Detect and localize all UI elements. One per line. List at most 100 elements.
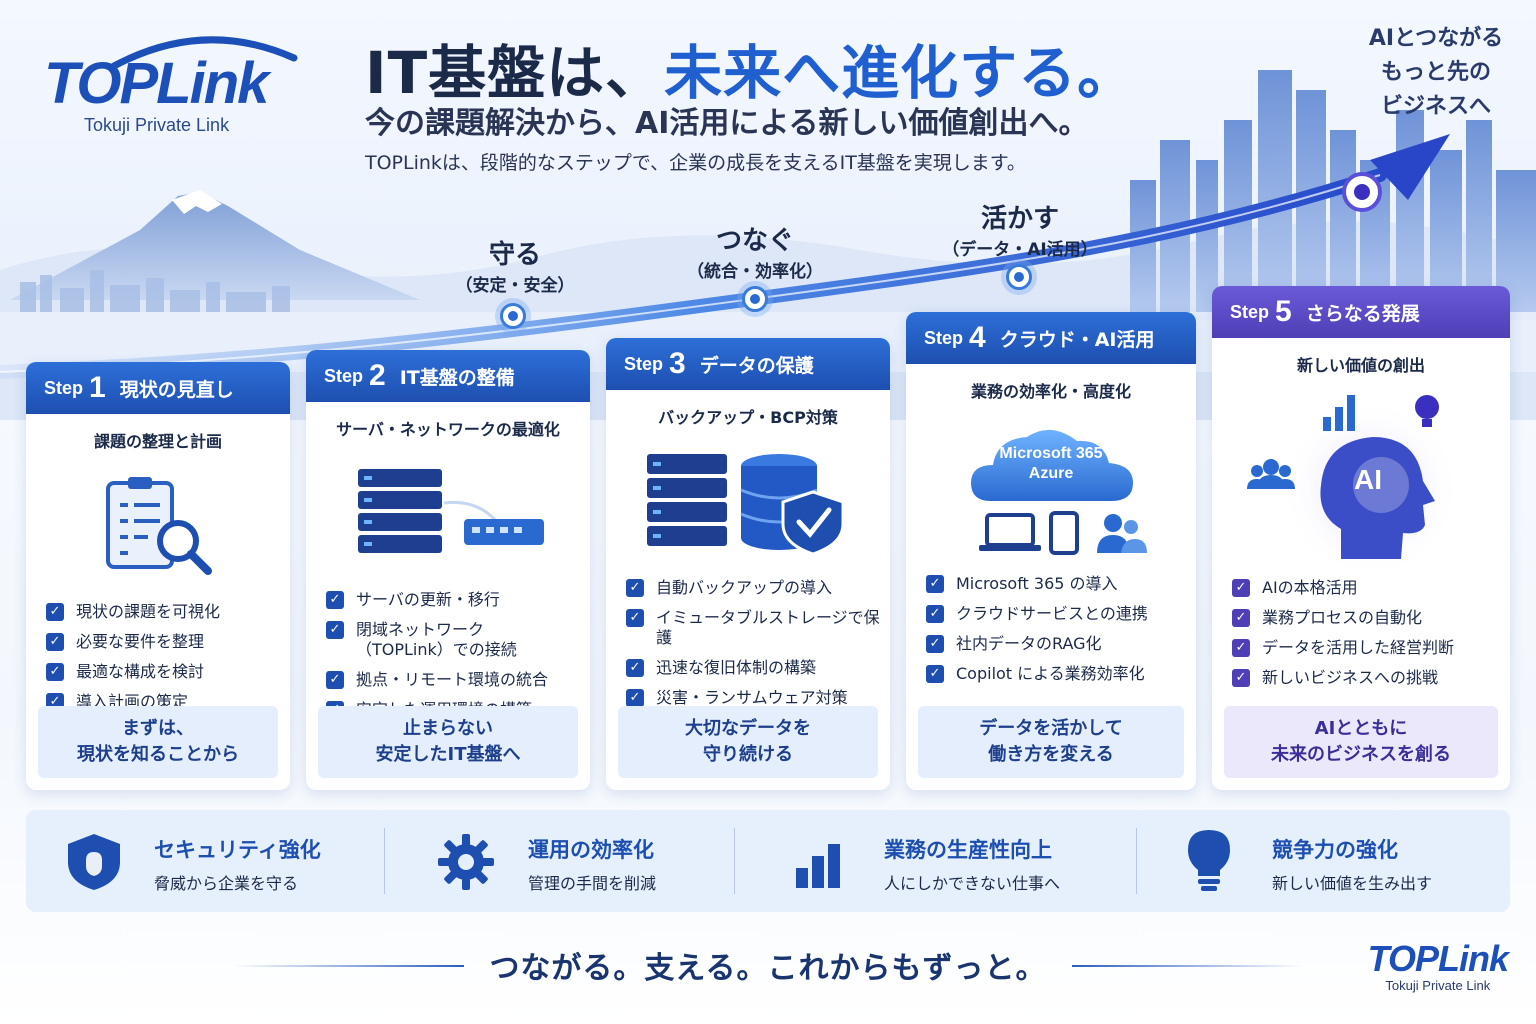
step-subtitle: 新しい価値の創出 bbox=[1296, 356, 1425, 375]
checklist-item-label: AIの本格活用 bbox=[1262, 578, 1358, 597]
checklist-item-label: クラウドサービスとの連携 bbox=[956, 604, 1148, 623]
step-footer-message: 大切なデータを守り続ける bbox=[618, 706, 878, 778]
checkbox-icon: ✓ bbox=[626, 659, 644, 677]
page-subhead: 今の課題解決から、AI活用による新しい価値創出へ。 bbox=[365, 106, 1089, 141]
step-subtitle: バックアップ・BCP対策 bbox=[658, 408, 838, 427]
checklist-item-label: 新しいビジネスへの挑戦 bbox=[1262, 668, 1439, 687]
checklist-item: ✓ AIの本格活用 bbox=[1232, 578, 1510, 598]
step-illustration bbox=[26, 460, 290, 590]
checkbox-icon: ✓ bbox=[326, 591, 344, 609]
checklist-item: ✓ イミュータブルストレージで保護 bbox=[626, 608, 890, 648]
step-number: 1 bbox=[89, 371, 106, 404]
road-marker-icon bbox=[742, 286, 768, 312]
step-footer-line: AIとともに bbox=[1314, 718, 1408, 739]
checklist-item: ✓ 新しいビジネスへの挑戦 bbox=[1232, 668, 1510, 688]
step-checklist: ✓サーバの更新・移行 ✓閉域ネットワーク（TOPLink）での接続 ✓拠点・リモ… bbox=[306, 590, 590, 720]
checklist-item: ✓社内データのRAG化 bbox=[926, 634, 1196, 654]
checklist-item-label: 閉域ネットワーク（TOPLink）での接続 bbox=[356, 620, 517, 659]
checklist-item: ✓拠点・リモート環境の統合 bbox=[326, 670, 590, 690]
road-label-sub: （安定・安全） bbox=[455, 276, 575, 296]
benefit-efficiency: 運用の効率化 管理の手間を削減 bbox=[436, 810, 736, 912]
step-card-4: Step 4 クラウド・AI活用 業務の効率化・高度化 Microsoft 36… bbox=[906, 312, 1196, 790]
checkbox-icon: ✓ bbox=[1232, 609, 1250, 627]
corner-message: AIとつながる もっと先の ビジネスへ bbox=[1356, 22, 1516, 124]
step-title: IT基盤の整備 bbox=[399, 366, 515, 389]
step-word: Step bbox=[44, 377, 84, 398]
checklist-item-label: イミュータブルストレージで保護 bbox=[656, 608, 880, 647]
checkbox-icon: ✓ bbox=[46, 603, 64, 621]
road-label-sub: （統合・効率化） bbox=[687, 262, 823, 282]
step-header: Step 3 データの保護 bbox=[606, 338, 890, 390]
checkbox-icon: ✓ bbox=[1232, 579, 1250, 597]
step-footer-message: まずは、現状を知ることから bbox=[38, 706, 278, 778]
checklist-item: ✓業務プロセスの自動化 bbox=[1232, 608, 1510, 628]
step-footer-line: データを活かして bbox=[979, 718, 1123, 739]
footer-tagline: つながる。支える。これからもずっと。 bbox=[489, 951, 1047, 986]
checklist-item: ✓データを活用した経営判断 bbox=[1232, 638, 1510, 658]
checkbox-icon: ✓ bbox=[626, 609, 644, 627]
checkbox-icon: ✓ bbox=[1232, 639, 1250, 657]
headline-part2: 未来へ進化する。 bbox=[664, 39, 1137, 107]
checklist-item: ✓ 最適な構成を検討 bbox=[46, 662, 290, 682]
step-checklist: ✓Microsoft 365 の導入 ✓クラウドサービスとの連携 ✓社内データの… bbox=[906, 574, 1196, 684]
ai-label: AI bbox=[1354, 464, 1382, 495]
checklist-item-label: 最適な構成を検討 bbox=[76, 662, 205, 681]
checklist-item: ✓ 迅速な復旧体制の構築 bbox=[626, 658, 890, 678]
shield-icon bbox=[68, 834, 120, 890]
road-label-sub: （データ・AI活用） bbox=[942, 240, 1098, 260]
step-footer-line: 現状を知ることから bbox=[77, 744, 239, 765]
step-footer-line: まずは、 bbox=[122, 718, 194, 739]
lightbulb-icon bbox=[1415, 395, 1439, 427]
gear-icon bbox=[438, 834, 494, 890]
checkbox-icon: ✓ bbox=[626, 689, 644, 707]
benefit-security: セキュリティ強化 脅威から企業を守る bbox=[66, 810, 386, 912]
footer-logo-wordmark: TOPLink bbox=[1367, 938, 1509, 979]
checklist-item: ✓必要な要件を整理 bbox=[46, 632, 290, 652]
checkbox-icon: ✓ bbox=[46, 663, 64, 681]
checklist-item: ✓自動バックアップの導入 bbox=[626, 578, 890, 598]
checklist-item: ✓閉域ネットワーク（TOPLink）での接続 bbox=[326, 620, 590, 660]
road-label-title: 守る bbox=[488, 240, 541, 270]
benefit-divider bbox=[384, 828, 385, 894]
step-footer-message: 止まらない安定したIT基盤へ bbox=[318, 706, 578, 778]
step-title: 現状の見直し bbox=[119, 378, 234, 401]
cloud-devices-icon bbox=[971, 429, 1147, 555]
step-header: Step 1 現状の見直し bbox=[26, 362, 290, 414]
checkbox-icon: ✓ bbox=[1232, 669, 1250, 687]
step-number: 3 bbox=[669, 347, 686, 380]
benefit-competitiveness: 競争力の強化 新しい価値を生み出す bbox=[1186, 810, 1486, 912]
step-footer-line: 未来のビジネスを創る bbox=[1271, 744, 1451, 765]
step-illustration: Microsoft 365 Azure bbox=[906, 410, 1196, 570]
road-marker-icon bbox=[1006, 264, 1032, 290]
benefit-title: 運用の効率化 bbox=[528, 838, 654, 862]
benefit-productivity: 業務の生産性向上 人にしかできない仕事へ bbox=[794, 810, 1134, 912]
corner-message-line: ビジネスへ bbox=[1380, 94, 1491, 119]
checkbox-icon: ✓ bbox=[626, 579, 644, 597]
logo-subtitle: Tokuji Private Link bbox=[84, 115, 230, 135]
checklist-item: ✓Microsoft 365 の導入 bbox=[926, 574, 1196, 594]
benefit-divider bbox=[734, 828, 735, 894]
checklist-item-label: 現状の課題を可視化 bbox=[76, 602, 221, 621]
checklist-item-label: 迅速な復旧体制の構築 bbox=[656, 658, 817, 677]
step-illustration bbox=[606, 436, 890, 566]
road-label-connect: つなぐ （統合・効率化） bbox=[670, 220, 840, 282]
step-subtitle: サーバ・ネットワークの最適化 bbox=[336, 420, 560, 439]
step-header: Step 4 クラウド・AI活用 bbox=[906, 312, 1196, 364]
headline-part1: IT基盤は、 bbox=[365, 39, 665, 107]
step-checklist: ✓自動バックアップの導入 ✓ イミュータブルストレージで保護 ✓ 迅速な復旧体制の構… bbox=[606, 578, 890, 708]
step-subtitle: 課題の整理と計画 bbox=[93, 432, 222, 451]
road-marker-icon bbox=[500, 303, 526, 329]
step-card-5: Step 5 さらなる発展 新しい価値の創出 AI ✓AIの本格活用 ✓業務プロ… bbox=[1212, 286, 1510, 790]
tagline-divider-left bbox=[234, 965, 464, 967]
database-shield-icon bbox=[647, 454, 845, 556]
page-headline: IT基盤は、未来へ進化する。 bbox=[365, 26, 1136, 110]
checklist-item: ✓サーバの更新・移行 bbox=[326, 590, 590, 610]
checklist-item: ✓ 現状の課題を可視化 bbox=[46, 602, 290, 622]
growth-arrow-icon bbox=[1370, 134, 1450, 200]
road-label-title: つなぐ bbox=[715, 226, 794, 256]
step-word: Step bbox=[324, 365, 364, 386]
lightbulb-icon bbox=[1188, 830, 1230, 891]
step-title: データの保護 bbox=[699, 354, 814, 377]
checklist-item-label: 災害・ランサムウェア対策 bbox=[656, 688, 848, 707]
cloud-label-line: Azure bbox=[1028, 465, 1074, 482]
